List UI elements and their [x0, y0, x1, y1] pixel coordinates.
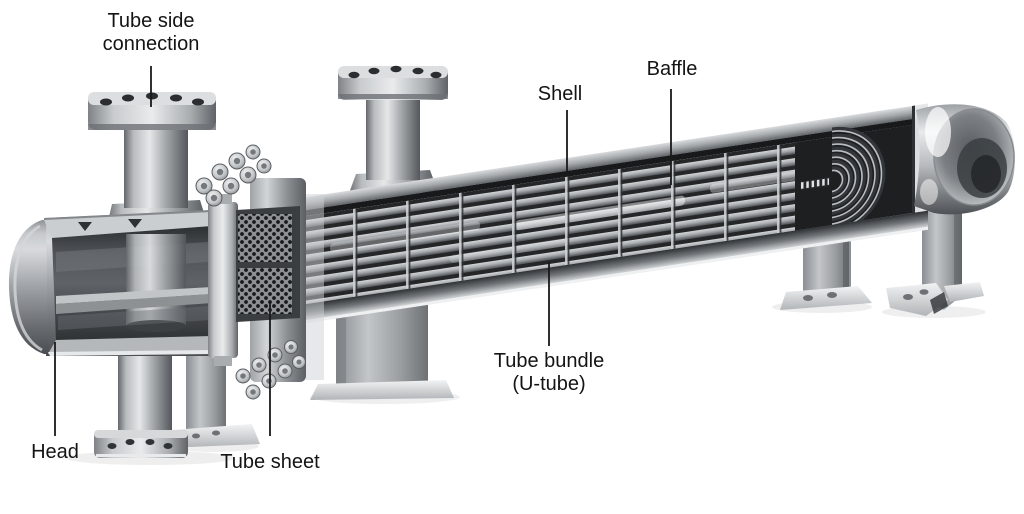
specular-highlight — [920, 179, 938, 205]
turbulator-coil — [801, 178, 829, 189]
baffles — [353, 144, 782, 298]
tube-side-nozzle — [88, 92, 216, 230]
shell — [300, 103, 928, 325]
label-tube-bundle-line1: Tube bundle — [493, 350, 605, 372]
nozzle-bolt-holes — [100, 92, 204, 106]
label-shell: Shell — [537, 83, 583, 105]
tube-highlights — [330, 168, 820, 263]
label-tube-bundle-line2: (U-tube) — [512, 373, 586, 395]
tube-sheet-upper — [238, 214, 292, 262]
head-bottom-cut-face — [48, 336, 212, 354]
cut-edge-shadow — [912, 105, 915, 232]
support-leg-right — [886, 204, 984, 316]
label-baffle: Baffle — [646, 58, 698, 80]
label-tube-side-connection: Tube side connection — [102, 10, 200, 55]
head-top-cut-face — [44, 212, 212, 238]
nozzle-bolt-holes — [348, 65, 442, 79]
shell-inner-shadow — [300, 116, 928, 217]
flange-bolts-upper — [195, 144, 272, 207]
weld-notch — [128, 219, 142, 228]
tube-bundle — [300, 122, 928, 305]
shell-bottom-edge — [300, 226, 928, 325]
leader-lines — [54, 66, 672, 436]
shell-cover — [914, 104, 1015, 215]
pass-partition-plate — [56, 287, 212, 304]
shell-top-wall — [300, 103, 928, 211]
support-leg-middle — [780, 238, 872, 310]
label-head: Head — [31, 441, 79, 463]
weld-notch — [78, 222, 92, 231]
shell-side-nozzle — [338, 65, 448, 196]
head — [8, 210, 212, 356]
specular-highlight — [925, 107, 951, 157]
internal-nozzle-bore — [126, 234, 186, 326]
shell-bottom-wall — [300, 210, 928, 325]
tube-sheet-assembly — [208, 178, 324, 382]
head-flange-ring — [208, 202, 238, 358]
tube-sheet-lower — [238, 268, 292, 314]
label-tube-sheet: Tube sheet — [220, 451, 320, 473]
turbulator-backing — [800, 176, 830, 191]
bottom-nozzle — [94, 342, 188, 458]
label-tube-bundle: Tube bundle (U-tube) — [471, 350, 627, 396]
